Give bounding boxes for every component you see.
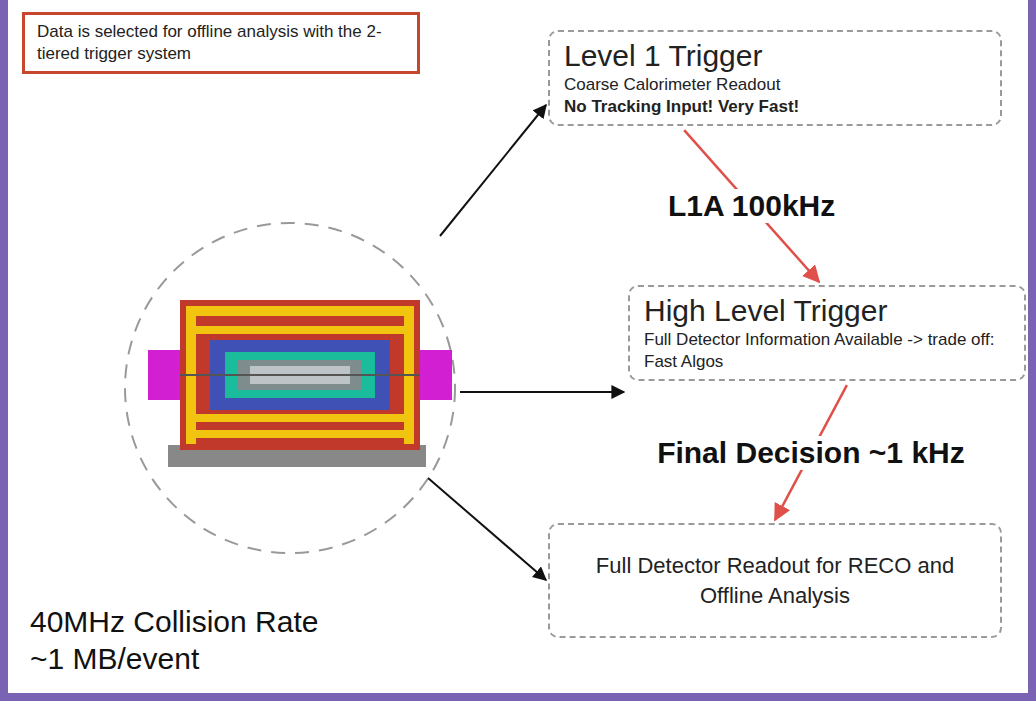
readout-box: Full Detector Readout for RECO and Offli… (548, 523, 1002, 638)
rate-label: L1A 100kHz (664, 189, 839, 223)
box-text: Coarse Calorimeter Readout (564, 74, 986, 96)
rate-label: 40MHz Collision Rate (30, 605, 318, 639)
trigger-box: High Level TriggerFull Detector Informat… (628, 285, 1026, 381)
box-text: Full Detector Information Available -> t… (644, 329, 1010, 373)
box-title: Data is selected for offline analysis wi… (37, 21, 405, 65)
trigger-box: Level 1 TriggerCoarse Calorimeter Readou… (548, 30, 1002, 126)
note-box: Data is selected for offline analysis wi… (22, 12, 420, 74)
rate-label: ~1 MB/event (30, 642, 199, 676)
box-text: No Tracking Input! Very Fast! (564, 96, 986, 118)
box-title: Level 1 Trigger (564, 38, 986, 74)
box-title: High Level Trigger (644, 293, 1010, 329)
rate-label: Final Decision ~1 kHz (653, 436, 969, 470)
box-title: Full Detector Readout for RECO and Offli… (564, 551, 986, 610)
